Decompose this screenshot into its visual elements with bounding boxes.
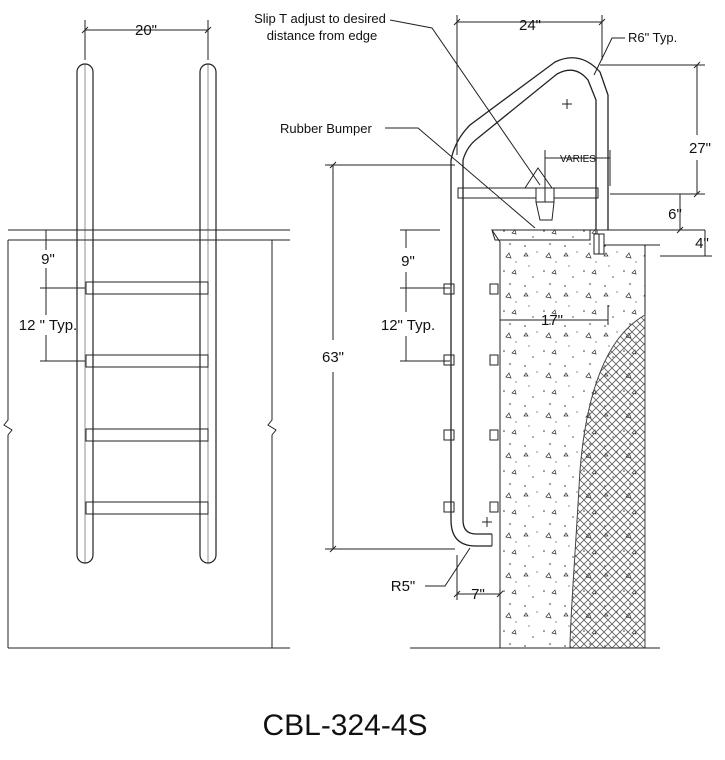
radius-bottom-label: R5" xyxy=(391,578,416,595)
overall-height-label: 63" xyxy=(322,349,344,366)
bottom-offset-label: 7" xyxy=(471,586,485,603)
model-title: CBL-324-4S xyxy=(262,709,427,742)
deck-thickness-label: 4" xyxy=(695,235,709,252)
front-width-label: 20" xyxy=(135,22,157,39)
rubber-bumper-label: Rubber Bumper xyxy=(280,121,372,136)
radius-top-label: R6" Typ. xyxy=(628,30,677,45)
front-first-step-label: 9" xyxy=(41,251,55,268)
wall-offset-label: 17" xyxy=(541,312,563,329)
side-view xyxy=(325,15,712,649)
side-first-step-label: 9" xyxy=(401,253,415,270)
anchor-depth-label: 6" xyxy=(668,206,682,223)
slip-t-note-line1: Slip T adjust to desired xyxy=(254,11,386,26)
front-step-spacing-label: 12 " Typ. xyxy=(19,317,77,334)
varies-label: VARIES xyxy=(560,154,596,165)
handrail-width-label: 24" xyxy=(519,17,541,34)
handrail-height-label: 27" xyxy=(689,140,711,157)
front-view xyxy=(3,20,290,649)
slip-t-note-line2: distance from edge xyxy=(267,28,378,43)
side-step-spacing-label: 12" Typ. xyxy=(381,317,435,334)
